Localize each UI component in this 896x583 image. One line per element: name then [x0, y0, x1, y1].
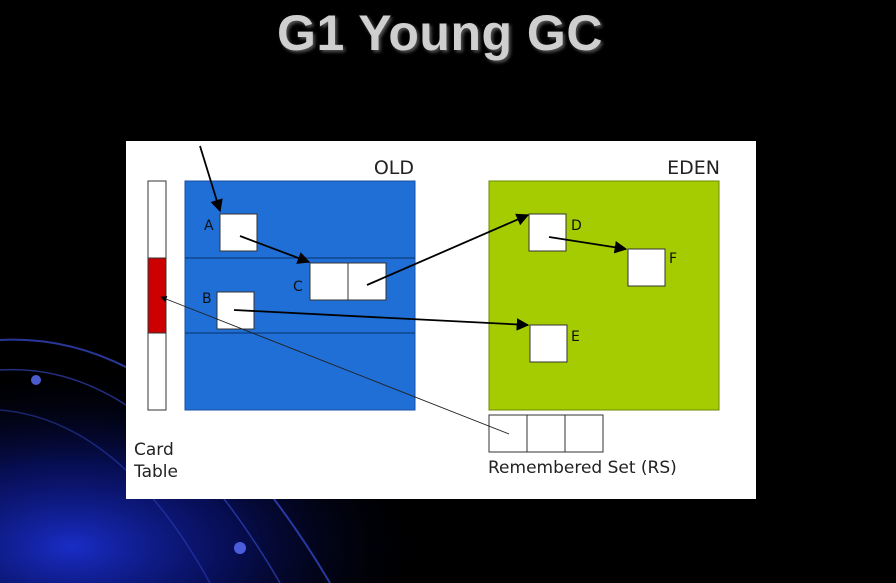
- eden-region-label: EDEN: [667, 157, 720, 179]
- card-table-label-line1: Card: [134, 440, 174, 460]
- diagram-panel: Card Table OLD EDEN A B C D F E Remember…: [126, 141, 756, 499]
- object-a: [219, 213, 258, 252]
- gc-diagram: Card Table OLD EDEN A B C D F E Remember…: [133, 145, 720, 482]
- object-d: [528, 213, 567, 252]
- object-e-label: E: [571, 329, 580, 345]
- remembered-set-cell-2: [526, 414, 566, 453]
- object-a-label: A: [204, 218, 214, 234]
- dirty-card: [147, 257, 167, 334]
- object-b-label: B: [202, 291, 212, 307]
- object-d-label: D: [571, 218, 582, 234]
- arrow-b-to-e: [233, 309, 530, 331]
- old-region-label: OLD: [374, 157, 414, 179]
- eden-region: [488, 180, 720, 411]
- remembered-set-cell-3: [564, 414, 604, 453]
- remembered-set-label: Remembered Set (RS): [488, 458, 677, 478]
- slide-title: G1 Young GC: [277, 5, 603, 61]
- card-table-label-line2: Table: [133, 462, 178, 482]
- arrow-d-to-f: [548, 236, 628, 254]
- object-f-label: F: [669, 251, 677, 267]
- object-c-left: [309, 262, 349, 301]
- arrow-root-to-a: [199, 145, 223, 213]
- object-f: [627, 248, 666, 287]
- object-c-right: [347, 262, 387, 301]
- object-e: [529, 324, 568, 363]
- object-c-label: C: [293, 279, 303, 295]
- arrow-rs-to-card: [160, 296, 510, 435]
- arrow-c-to-d: [366, 213, 530, 286]
- arrow-a-to-c: [239, 235, 311, 264]
